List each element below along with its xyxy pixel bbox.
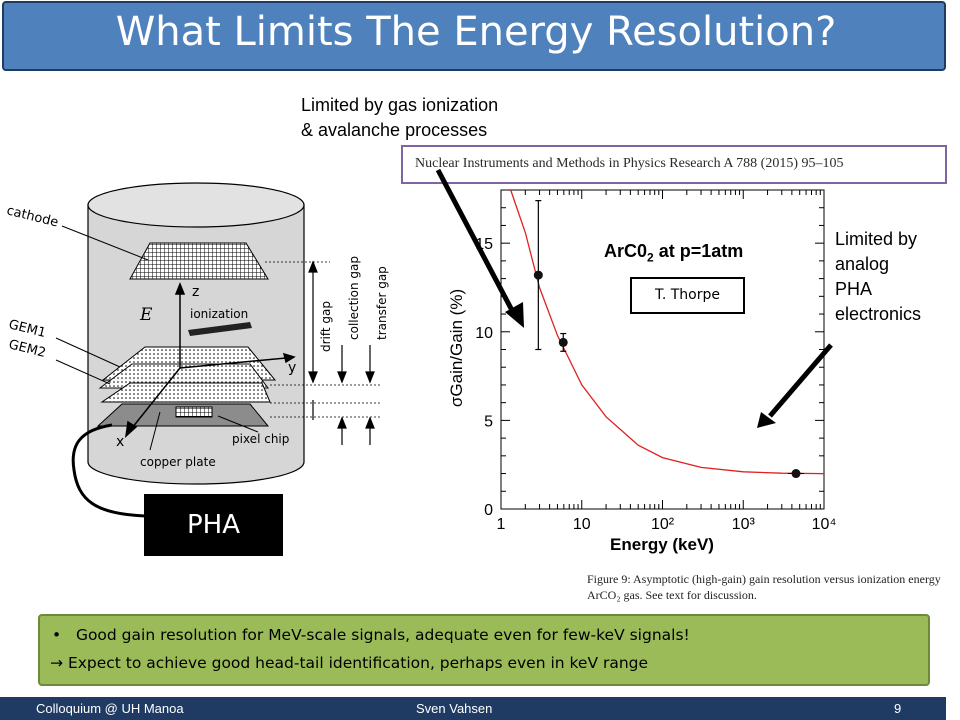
journal-reference: Nuclear Instruments and Methods in Physi… xyxy=(415,156,844,171)
x-tick-label: 1 xyxy=(497,516,506,533)
y-tick-labels: 0 5 10 15 xyxy=(475,236,493,519)
figure-caption: Figure 9: Asymptotic (high-gain) gain re… xyxy=(587,571,941,603)
drift-gap-label: drift gap xyxy=(319,301,333,352)
pixel-chip xyxy=(175,406,213,418)
plot-frame xyxy=(500,189,825,510)
caption-line-2: ArCO₂ gas. See text for discussion. xyxy=(587,588,757,602)
y-axis-title: σGain/Gain (%) xyxy=(447,289,466,407)
data-points xyxy=(533,200,804,479)
detector-diagram: cathode GEM1 GEM2 z y x E ionization dri… xyxy=(5,182,389,518)
x-tick-label: 10³ xyxy=(732,516,756,533)
pha-limit-line-2: analog xyxy=(835,254,890,274)
resolution-chart: 1 10 10² 10³ 10⁴ 0 5 10 15 Energy (keV) σGain/G… xyxy=(447,189,837,554)
caption-line-1: Figure 9: Asymptotic (high-gain) gain re… xyxy=(587,572,941,586)
leader-lines xyxy=(55,225,259,451)
copper-plate-label: copper plate xyxy=(140,455,216,469)
y-tick-label: 5 xyxy=(484,413,493,430)
data-point xyxy=(558,337,568,347)
pixel-chip-label: pixel chip xyxy=(232,432,289,446)
gap-guides xyxy=(265,261,382,418)
summary-box: • Good gain resolution for MeV-scale sig… xyxy=(38,614,930,686)
credit-box: T. Thorpe xyxy=(630,277,745,314)
footer-author: Sven Vahsen xyxy=(416,701,493,716)
footer-bar: Colloquium @ UH Manoa Sven Vahsen 9 xyxy=(0,697,946,720)
axes-arrows xyxy=(124,281,296,438)
pha-limit-line-3: PHA xyxy=(835,279,873,299)
summary-arrow-line: → Expect to achieve good head-tail ident… xyxy=(50,654,648,672)
footer-page-number: 9 xyxy=(894,701,902,716)
pha-limit-annotation: Limited by analog PHA electronics xyxy=(835,227,921,327)
title-bar: What Limits The Energy Resolution? xyxy=(2,1,946,71)
summary-bullet: • Good gain resolution for MeV-scale sig… xyxy=(52,626,690,644)
data-point xyxy=(533,270,543,280)
z-axis-label: z xyxy=(192,284,199,300)
fit-curve xyxy=(510,190,824,475)
x-tick-label: 10⁴ xyxy=(812,516,837,533)
summary-bullet-text: Good gain resolution for MeV-scale signa… xyxy=(75,626,690,644)
pha-box: PHA xyxy=(144,494,283,556)
slide-title: What Limits The Energy Resolution? xyxy=(115,9,837,55)
gas-label-sub: 2 xyxy=(647,250,654,265)
pha-limit-line-4: electronics xyxy=(835,304,922,324)
gas-label: ArC02 at p=1atm xyxy=(604,241,743,265)
signal-cable xyxy=(71,423,146,518)
tick-marks xyxy=(500,189,825,510)
collection-gap-label: collection gap xyxy=(347,256,361,340)
gas-label-main: ArC0 xyxy=(604,241,648,261)
footer-event: Colloquium @ UH Manoa xyxy=(36,701,184,716)
summary-arrow-text: Expect to achieve good head-tail identif… xyxy=(67,654,649,672)
transfer-gap-label: transfer gap xyxy=(375,266,389,340)
ionization-label: ionization xyxy=(190,307,248,321)
y-tick-label: 15 xyxy=(475,236,493,253)
y-tick-label: 10 xyxy=(475,325,493,342)
y-axis-label: y xyxy=(288,360,296,376)
gas-label-rest: at p=1atm xyxy=(653,241,744,261)
y-tick-label: 0 xyxy=(484,502,493,519)
x-tick-labels: 1 10 10² 10³ 10⁴ xyxy=(497,516,837,533)
x-tick-label: 10 xyxy=(573,516,591,533)
gap-arrows xyxy=(308,260,375,445)
pha-limit-line-1: Limited by xyxy=(835,229,918,249)
x-axis-title: Energy (keV) xyxy=(610,535,714,554)
gas-limit-line-1: Limited by gas ionization xyxy=(301,95,499,115)
gem2-plane xyxy=(98,363,269,389)
ionization-track xyxy=(188,322,252,336)
x-axis-label: x xyxy=(116,434,124,450)
gas-limit-line-2: & avalanche processes xyxy=(301,120,488,140)
gem-bottom-plane xyxy=(100,382,271,403)
gas-limit-annotation: Limited by gas ionization & avalanche pr… xyxy=(301,93,498,143)
data-point xyxy=(791,469,801,479)
e-field-label: E xyxy=(139,305,153,325)
arrow-right-icon: → xyxy=(50,654,63,672)
cathode-mesh xyxy=(129,242,269,280)
x-tick-label: 10² xyxy=(651,516,675,533)
